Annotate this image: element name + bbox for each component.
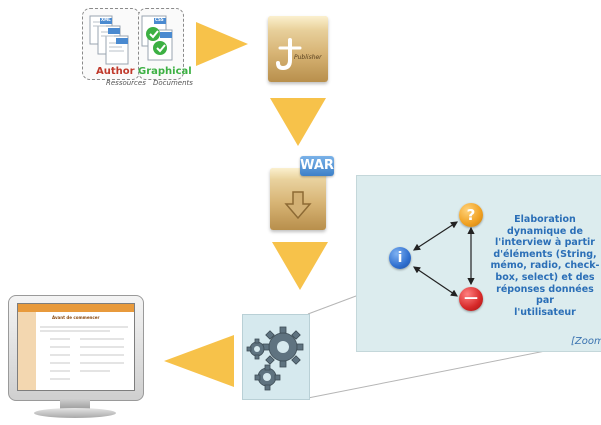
document-stack-icon [89, 15, 173, 65]
monitor-icon: Avant de commencer [8, 295, 144, 401]
interview-description: Elaboration dynamique de l'interview à p… [490, 214, 600, 318]
author-pages-icon [89, 15, 129, 65]
arrow-down-to-gears [272, 242, 328, 290]
css-file-tag: CSS [155, 17, 164, 22]
monitor-neck [60, 399, 90, 409]
arrow-left-to-monitor [164, 335, 234, 387]
war-tag: WAR [300, 156, 334, 176]
gears-icon [246, 326, 304, 391]
author-label: Author [96, 66, 135, 77]
package-lid [268, 16, 328, 30]
arrow-down-to-war [270, 98, 326, 146]
publisher-logo-icon [276, 38, 302, 71]
screen-top-bar [18, 304, 134, 312]
zoom-link[interactable]: [Zoom [571, 336, 601, 347]
screen-side-bar [18, 312, 36, 390]
screen-page-heading: Avant de commencer [52, 315, 100, 320]
resources-caption: Ressources [106, 79, 146, 87]
arrow-right-to-publisher [196, 22, 248, 66]
monitor-screen: Avant de commencer [17, 303, 135, 391]
relation-arrows [412, 221, 475, 297]
interview-detail-panel: i ? — Elaboration dynamique de l'intervi… [356, 175, 601, 352]
documents-caption: Documents [153, 79, 193, 87]
stop-icon: — [459, 287, 483, 311]
package-box-icon: Publisher [268, 16, 328, 82]
war-archive-icon [270, 168, 326, 230]
question-icon: ? [459, 203, 483, 227]
monitor-base [34, 408, 116, 418]
screen-form-lines [40, 326, 128, 380]
download-arrow-icon [284, 191, 312, 220]
xml-file-tag: XML [101, 17, 111, 22]
gears-panel [242, 314, 310, 400]
graphical-pages-icon [141, 15, 173, 61]
graphical-label: Graphical [138, 66, 192, 77]
info-icon: i [389, 247, 411, 269]
publisher-label: Publisher [294, 54, 322, 61]
